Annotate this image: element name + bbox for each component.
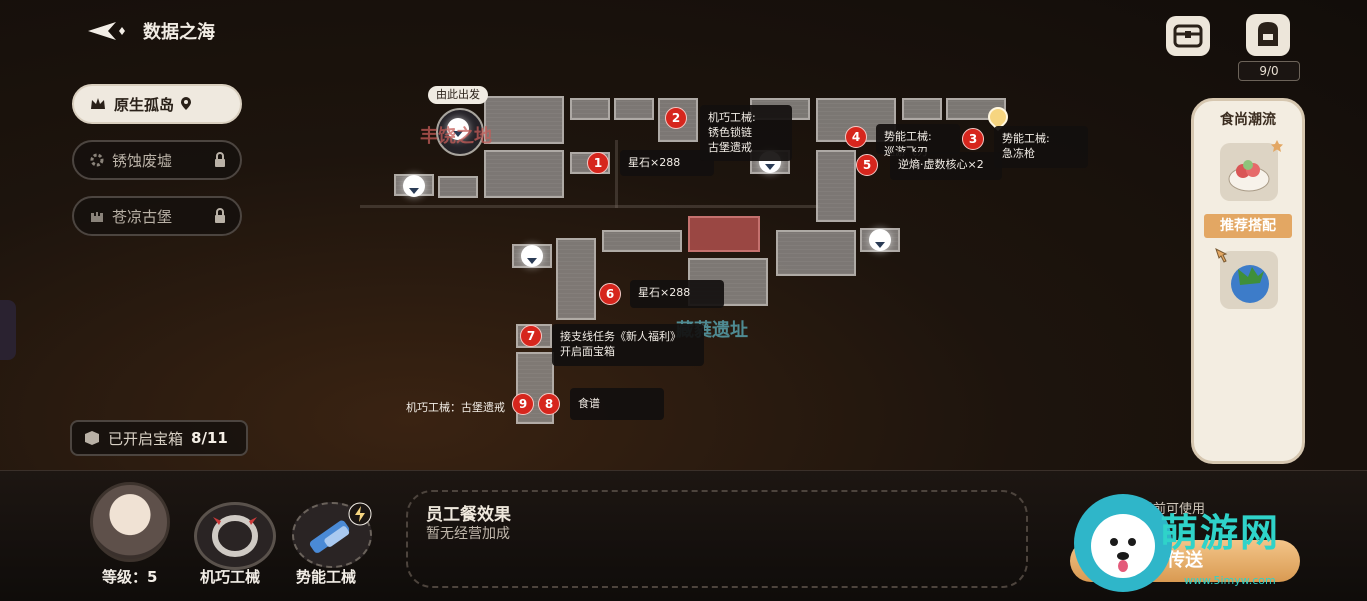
- chests-count: 8/11: [191, 429, 228, 447]
- region-origin-island[interactable]: 原生孤岛: [72, 84, 242, 124]
- dessert-bowl-icon: [1228, 160, 1270, 192]
- chest-marker-8[interactable]: 8: [538, 393, 560, 415]
- region-label: 锈蚀废墟: [112, 151, 173, 170]
- meal-effect-panel: [406, 490, 1028, 588]
- castle-icon: [91, 212, 103, 222]
- watermark-brand: 萌游网: [1160, 511, 1281, 555]
- region-desolate-castle[interactable]: 苍凉古堡: [72, 196, 242, 236]
- map-room[interactable]: [556, 238, 596, 320]
- region-label: 原生孤岛: [114, 95, 175, 114]
- map-room[interactable]: [602, 230, 682, 252]
- character-level: 等级：5: [102, 568, 158, 586]
- map-room[interactable]: [776, 230, 856, 276]
- chest-icon: [1173, 24, 1203, 48]
- mech-label-2: 势能工械: [296, 568, 357, 586]
- opened-chests-counter: 已开启宝箱 8/11: [70, 420, 248, 456]
- lightning-badge-icon: [348, 502, 372, 526]
- region-label: 苍凉古堡: [112, 207, 173, 226]
- chest-marker-2[interactable]: 2: [665, 107, 687, 129]
- map-room[interactable]: [570, 98, 610, 120]
- chest-marker-6[interactable]: 6: [599, 283, 621, 305]
- page-title: 数据之海: [143, 22, 215, 43]
- dish-slot[interactable]: [1220, 143, 1278, 201]
- mech-label-1: 机巧工械: [200, 568, 261, 586]
- map-room-current[interactable]: [688, 216, 760, 252]
- crown-icon: [91, 98, 105, 109]
- map-room[interactable]: [614, 98, 654, 120]
- chest-tooltip: 食谱: [570, 388, 664, 420]
- map-corridor: [615, 140, 618, 208]
- character-avatar[interactable]: [90, 482, 170, 562]
- teleport-pin-icon[interactable]: [869, 229, 891, 251]
- chest-tooltip: 机巧工械: 锈色锁链 古堡遗戒: [700, 105, 792, 161]
- map-room[interactable]: [438, 176, 478, 198]
- chest-label: 机巧工械：古堡遗戒: [406, 401, 505, 414]
- map-corridor: [360, 205, 820, 208]
- mech-slot-1[interactable]: [194, 502, 276, 570]
- location-pin-icon: [181, 97, 192, 110]
- player-pin-icon: [447, 118, 469, 140]
- bag-count: 9/0: [1238, 61, 1300, 81]
- food-panel-title: 食尚潮流: [1220, 112, 1276, 128]
- food-trend-panel: 食尚潮流 推荐搭配: [1191, 98, 1305, 464]
- side-drawer-tab[interactable]: [0, 300, 16, 360]
- chest-marker-9[interactable]: 9: [512, 393, 534, 415]
- teleport-pin-icon[interactable]: [403, 175, 425, 197]
- dog-logo-icon: [1091, 514, 1155, 578]
- map-room[interactable]: [484, 96, 564, 144]
- lock-icon: [215, 152, 225, 167]
- lock-icon: [215, 208, 225, 223]
- pointer-hand-icon: [1215, 248, 1228, 263]
- zone-name: 丰饶之地: [420, 126, 492, 147]
- star-icon: [1271, 140, 1283, 152]
- map-room[interactable]: [484, 150, 564, 198]
- cube-icon: [85, 431, 99, 445]
- map-room[interactable]: [816, 150, 856, 222]
- chest-tooltip: 星石×288: [630, 280, 724, 308]
- chests-label: 已开启宝箱: [108, 429, 184, 448]
- meal-effect-desc: 暂无经营加成: [426, 526, 510, 542]
- backpack-icon: [1258, 22, 1278, 46]
- chest-marker-3[interactable]: 3: [962, 128, 984, 150]
- chest-tooltip: 势能工械: 急冻枪: [994, 126, 1088, 168]
- chest-marker-5[interactable]: 5: [856, 154, 878, 176]
- blue-fruit-icon: [1231, 265, 1269, 303]
- chest-marker-4[interactable]: 4: [845, 126, 867, 148]
- teleport-pin-icon[interactable]: [521, 245, 543, 267]
- backpack-button[interactable]: [1246, 14, 1290, 56]
- chest-marker-7[interactable]: 7: [520, 325, 542, 347]
- region-rust-ruins[interactable]: 锈蚀废墟: [72, 140, 242, 180]
- map-room[interactable]: [902, 98, 942, 120]
- freeze-gun-icon: [309, 520, 350, 553]
- treasure-chest-button[interactable]: [1166, 16, 1210, 56]
- watermark-url: www.5imyw.com: [1184, 574, 1276, 587]
- chest-tooltip: 逆熵·虚数核心×2: [890, 152, 1002, 180]
- recommend-label: 推荐搭配: [1204, 214, 1292, 238]
- back-icon[interactable]: [86, 20, 130, 42]
- meal-effect-title: 员工餐效果: [426, 505, 511, 525]
- chest-tooltip: 星石×288: [620, 150, 714, 176]
- start-label: 由此出发: [428, 86, 488, 104]
- chest-tooltip: 势能工械: 巡游飞刃: [876, 124, 960, 158]
- dish-slot[interactable]: [1220, 251, 1278, 309]
- chest-tooltip: 接支线任务《新人福利》 开启面宝箱: [552, 324, 704, 366]
- chest-marker-1[interactable]: 1: [587, 152, 609, 174]
- gear-icon: [90, 153, 104, 167]
- chain-blade-icon: [212, 515, 258, 557]
- watermark-logo: [1074, 494, 1172, 592]
